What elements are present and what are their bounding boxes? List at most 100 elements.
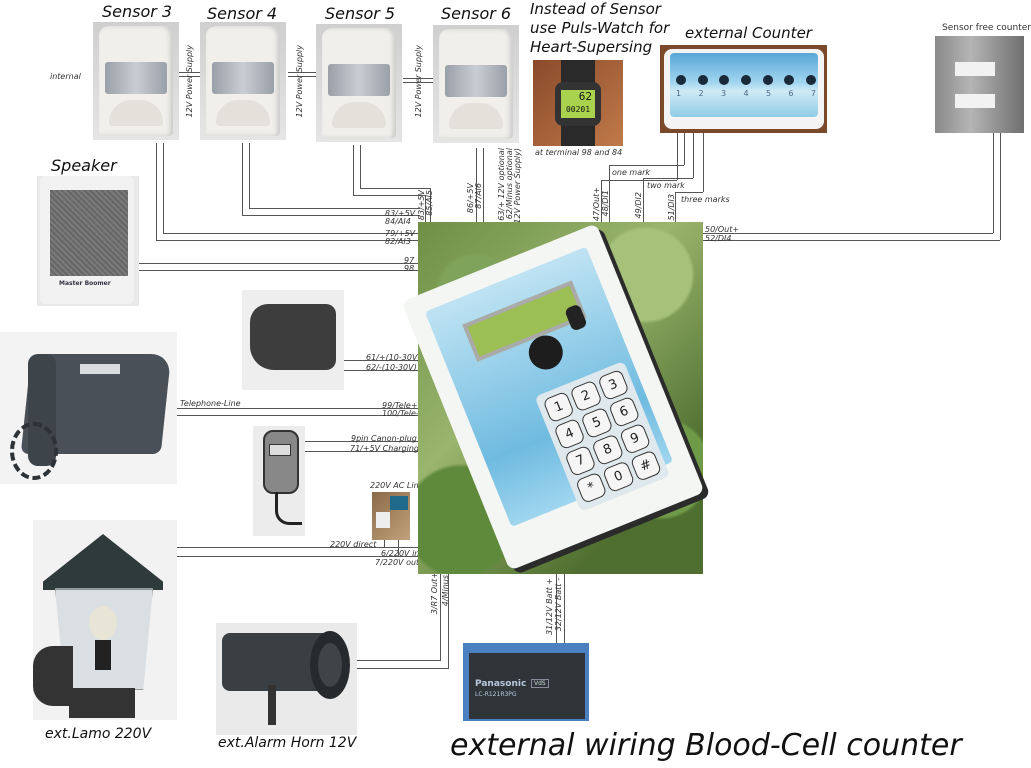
wire [677, 133, 678, 180]
two-mark-label: two mark [647, 181, 685, 190]
wire [601, 180, 602, 224]
wire [288, 72, 316, 73]
key-3[interactable]: 3 [596, 368, 630, 402]
contrast-knob[interactable] [564, 303, 588, 332]
power-supply-label: 12V Power Supply [414, 45, 423, 118]
terminal-label: 83/+5V [385, 209, 416, 218]
terminal-label: 50/Out+ [705, 225, 740, 234]
wire [156, 143, 157, 240]
terminal-label: 6/220V in [381, 549, 420, 558]
counter-button[interactable] [762, 75, 773, 85]
device-panel: 1 2 3 4 5 6 7 8 9 * 0 # [424, 246, 673, 527]
wire [137, 270, 420, 271]
terminal-label: 97 [404, 256, 415, 265]
power-supply-label: 12V Power Supply [185, 45, 194, 118]
wire [440, 574, 441, 660]
wire [177, 556, 420, 557]
terminal-label: 99/Tele+ [382, 401, 418, 410]
terminal-label: 51/DI3 [667, 194, 676, 221]
watch-time: 00201 [565, 105, 591, 114]
telephone-image [0, 332, 177, 484]
wire [179, 76, 201, 77]
wire [137, 263, 420, 264]
terminal-label: 100/Tele- [382, 409, 419, 418]
counter-button[interactable] [805, 75, 816, 85]
wire [693, 133, 694, 178]
three-marks-label: three marks [681, 195, 730, 204]
counter-button[interactable] [784, 75, 795, 85]
key-5[interactable]: 5 [580, 406, 614, 440]
terminal-label: 61/+(10-30V) [366, 353, 421, 362]
wire [993, 133, 994, 233]
key-4[interactable]: 4 [553, 417, 587, 451]
counter-button[interactable] [676, 75, 686, 85]
wire [177, 408, 420, 409]
terminal-label: 79/+5V [385, 229, 416, 238]
wire [384, 538, 385, 547]
key-9[interactable]: 9 [618, 422, 652, 456]
sensor-4-image [200, 22, 286, 140]
wire [242, 215, 420, 216]
key-6[interactable]: 6 [607, 395, 641, 429]
wire [163, 143, 164, 233]
external-counter-image: 1 2 3 4 5 6 7 [660, 45, 827, 133]
terminal-label: 84/AI4 [385, 217, 411, 226]
one-mark-label: one mark [612, 168, 651, 177]
counter-button[interactable] [697, 75, 708, 85]
device-keypad: 1 2 3 4 5 6 7 8 9 * 0 # [534, 360, 671, 512]
key-2[interactable]: 2 [569, 379, 603, 413]
wire [305, 451, 420, 452]
sensor-3-image [93, 22, 179, 140]
wire [163, 233, 420, 234]
terminal-label: 71/+5V Charging [350, 444, 419, 453]
counter-number: 5 [765, 89, 772, 98]
wire [684, 133, 685, 165]
counter-number: 1 [676, 89, 682, 98]
wire [353, 195, 425, 196]
wire [609, 165, 610, 224]
watch-heart-rate: 62 [578, 90, 592, 103]
key-1[interactable]: 1 [542, 390, 576, 424]
key-star[interactable]: * [575, 471, 608, 505]
wire [344, 360, 420, 361]
telephone-line-label: Telephone-Line [180, 399, 241, 408]
speaker-title: Speaker [51, 156, 117, 175]
key-7[interactable]: 7 [564, 444, 598, 478]
counter-button[interactable] [740, 75, 751, 85]
sensor-3-note: internal [50, 72, 81, 81]
puls-watch-title-line: use Puls-Watch for [530, 19, 670, 37]
key-0[interactable]: 0 [602, 460, 636, 494]
sensor-5-title: Sensor 5 [325, 4, 396, 23]
external-counter-title: external Counter [685, 24, 812, 42]
ac-direct-label: 220V direct [330, 540, 377, 549]
wire [360, 188, 430, 189]
diagram-title: external wiring Blood-Cell counter [450, 728, 962, 763]
wire [177, 415, 420, 416]
wire [556, 574, 557, 646]
terminal-label: 3/R7 Out+ [430, 572, 439, 615]
terminal-label: 48/DI1 [601, 190, 610, 217]
sensor-5-image [316, 24, 402, 142]
counter-buttons [676, 75, 816, 85]
wire [1000, 133, 1001, 240]
sensor-free-counter-image [935, 36, 1024, 133]
terminal-label: 7/220V out [375, 558, 420, 567]
counter-button[interactable] [719, 75, 730, 85]
sensor-6-image [433, 25, 519, 143]
terminal-label: 47/Out+ [592, 187, 601, 222]
wire [703, 240, 1000, 241]
wire [675, 192, 703, 193]
lamp-caption: ext.Lamo 220V [45, 726, 152, 742]
counter-number: 6 [788, 89, 794, 98]
wire [476, 148, 477, 224]
key-8[interactable]: 8 [591, 433, 625, 467]
battery-image: Panasonic LC-R121R3PG VdS [463, 643, 589, 721]
speaker-image: Master Boomer [37, 176, 139, 306]
wire [403, 82, 435, 83]
puls-watch-title-line: Instead of Sensor [530, 0, 661, 18]
watch-display: 62 00201 [561, 90, 595, 118]
sensor-free-counter-title: Sensor free counter [942, 23, 1031, 33]
wire [353, 145, 354, 195]
blood-cell-counter-device: 1 2 3 4 5 6 7 8 9 * 0 # [401, 222, 705, 574]
key-hash[interactable]: # [629, 449, 663, 483]
